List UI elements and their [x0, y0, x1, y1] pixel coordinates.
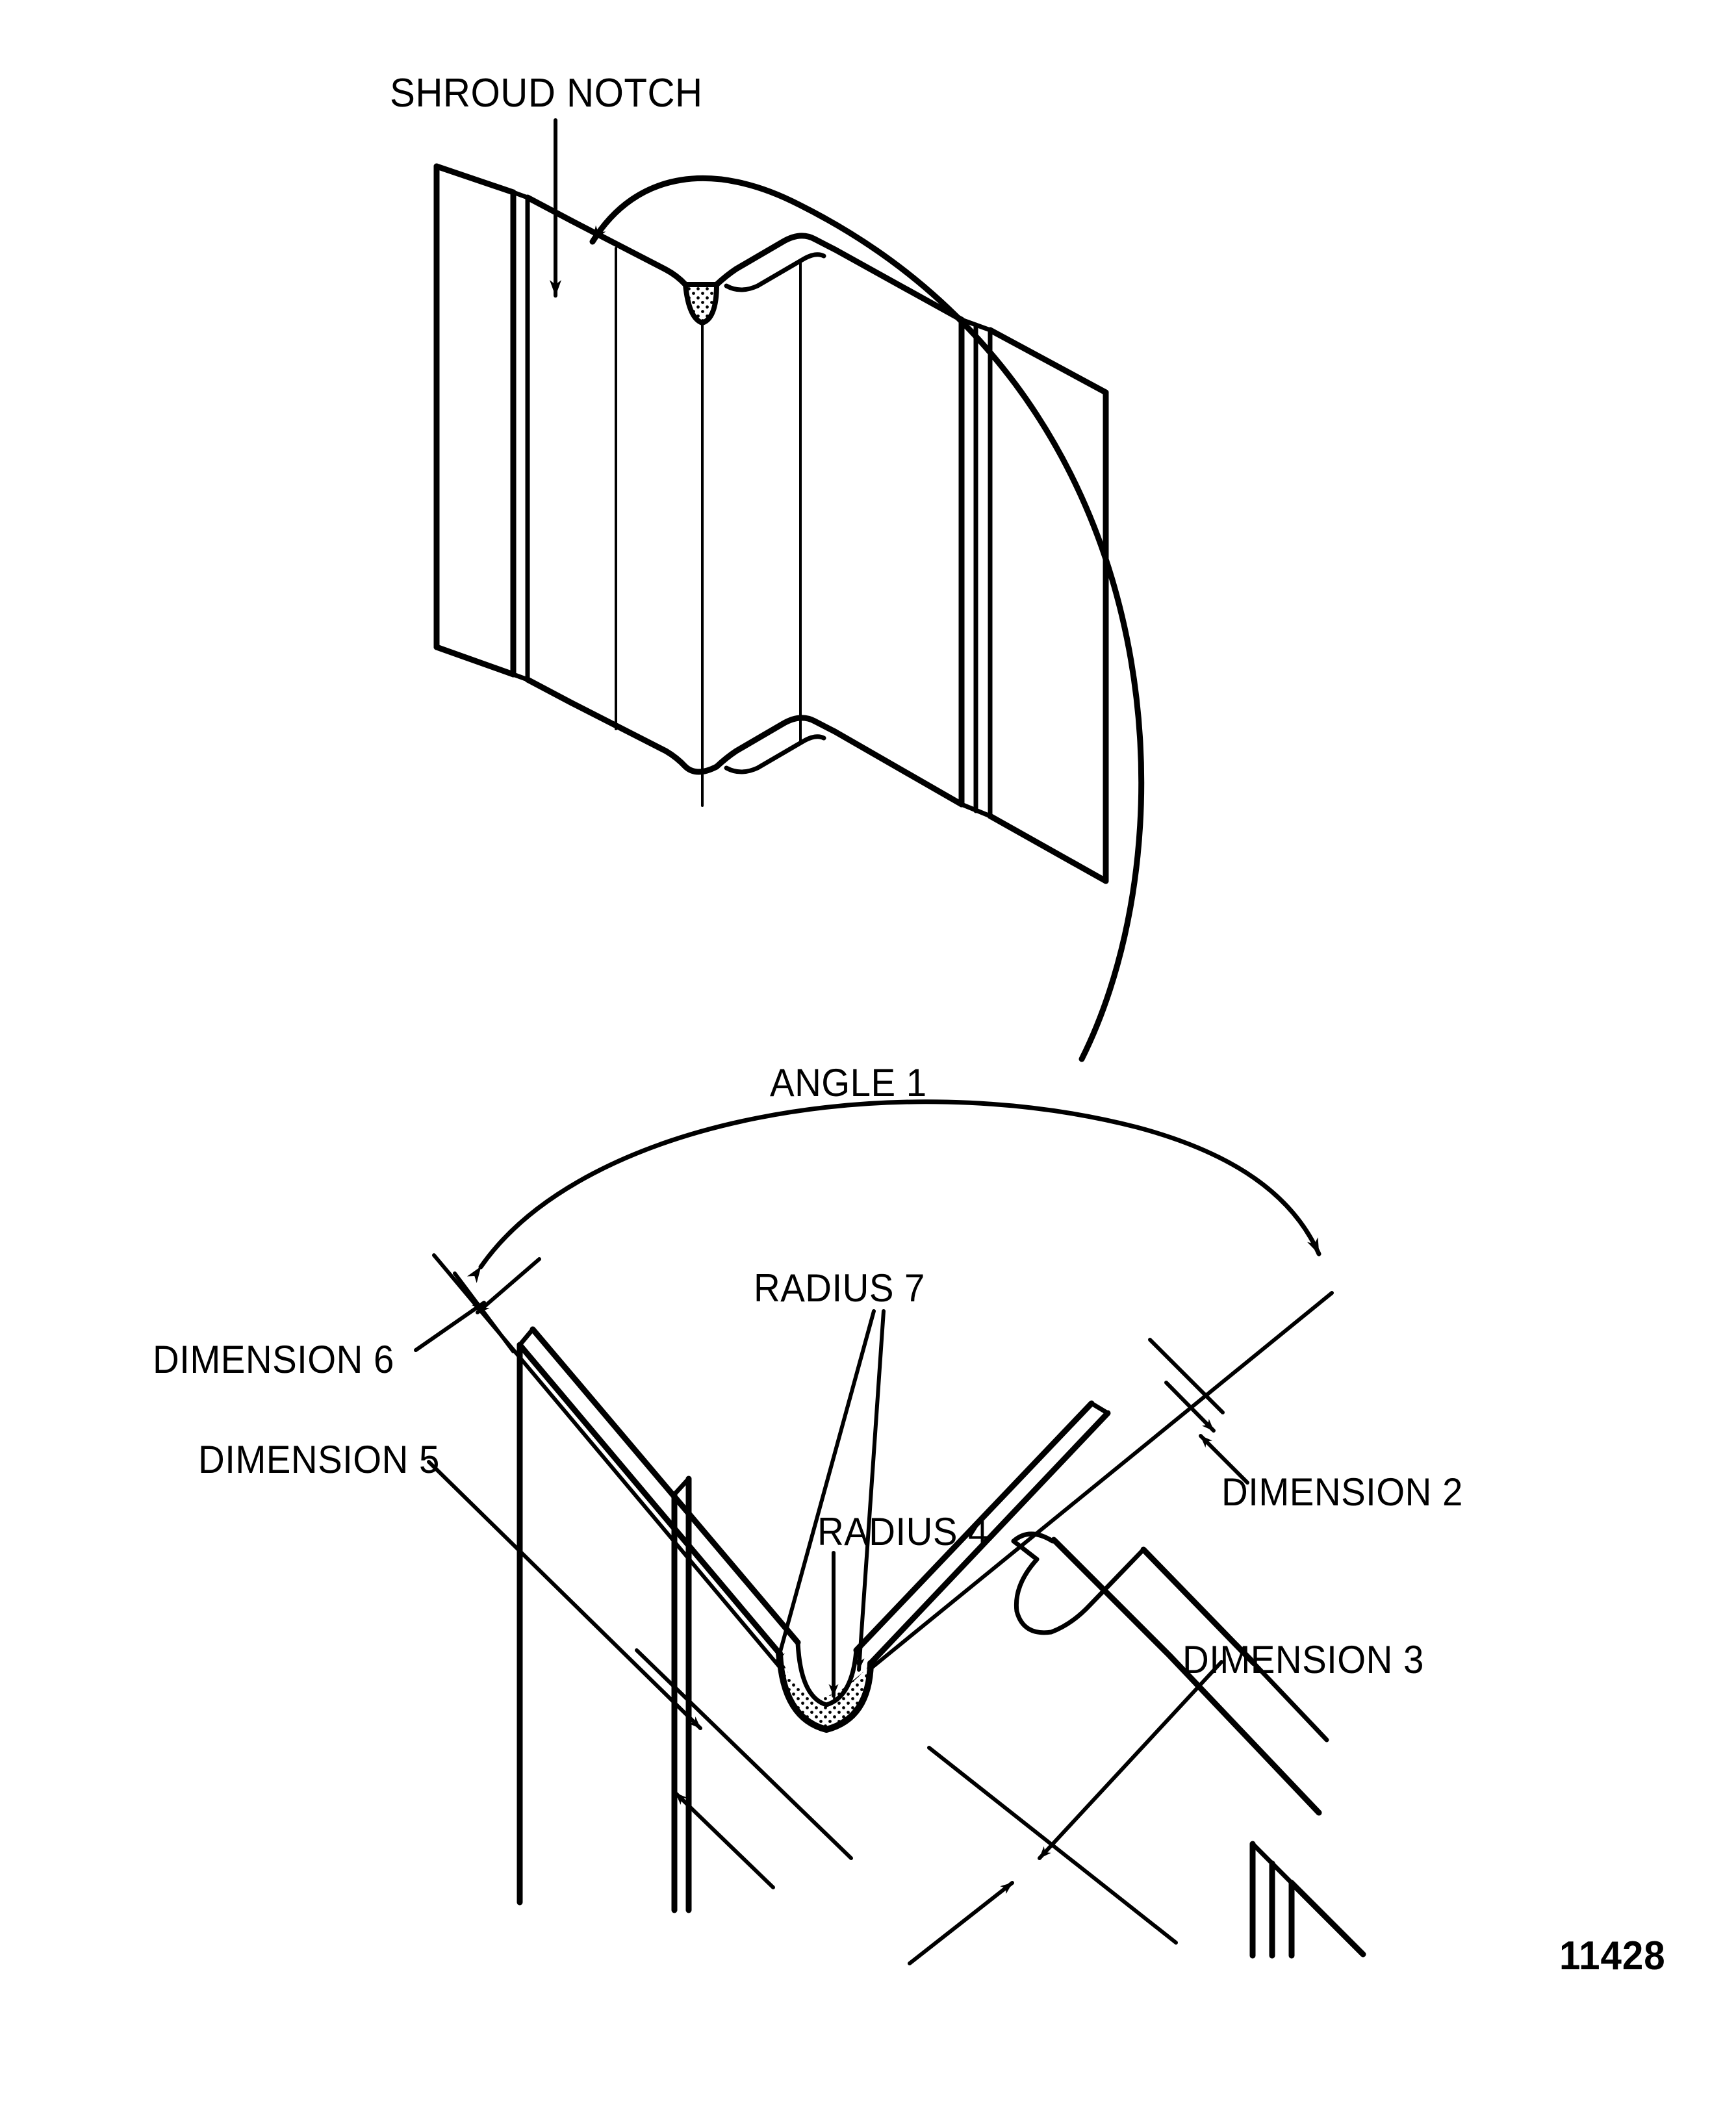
radius7-leader-a: [775, 1309, 876, 1665]
angle1-arc: [466, 1099, 1321, 1283]
dimension3-leader-b: [908, 1881, 1014, 1965]
dimension6-leader-a: [476, 1257, 541, 1314]
dimension2-leader-b: [1199, 1434, 1249, 1485]
dimension2-extension: [1148, 1338, 1225, 1414]
radius7-leader-b: [854, 1309, 886, 1672]
radius-4-label: RADIUS 4: [817, 1510, 989, 1553]
dimension5-leader: [427, 1460, 702, 1730]
dimension-5-label: DIMENSION 5: [198, 1438, 440, 1481]
dimension-3-label: DIMENSION 3: [1182, 1638, 1424, 1681]
dimension5-leader2: [674, 1791, 775, 1889]
figure-number: 11428: [1559, 1934, 1666, 1978]
dimension6-extension: [453, 1271, 515, 1353]
lower-detail-assembly: [414, 1099, 1366, 1965]
dimension3-leader: [1038, 1660, 1223, 1860]
upper-shroud-assembly: [433, 163, 1109, 884]
dimension-6-label: DIMENSION 6: [153, 1338, 394, 1381]
radius-7-label: RADIUS 7: [754, 1266, 925, 1310]
dimension3-extension: [927, 1746, 1178, 1945]
shroud-notch-label: SHROUD NOTCH: [390, 71, 703, 116]
notch-radius-fill: [780, 1654, 871, 1730]
dimension5-extension: [635, 1648, 853, 1860]
dimension-2-label: DIMENSION 2: [1221, 1470, 1463, 1514]
dimension6-leader-b: [414, 1301, 486, 1352]
detail-callout-arc: [589, 175, 1145, 1062]
dimension2-leader-a: [1164, 1381, 1216, 1433]
angle-1-label: ANGLE 1: [770, 1061, 927, 1105]
